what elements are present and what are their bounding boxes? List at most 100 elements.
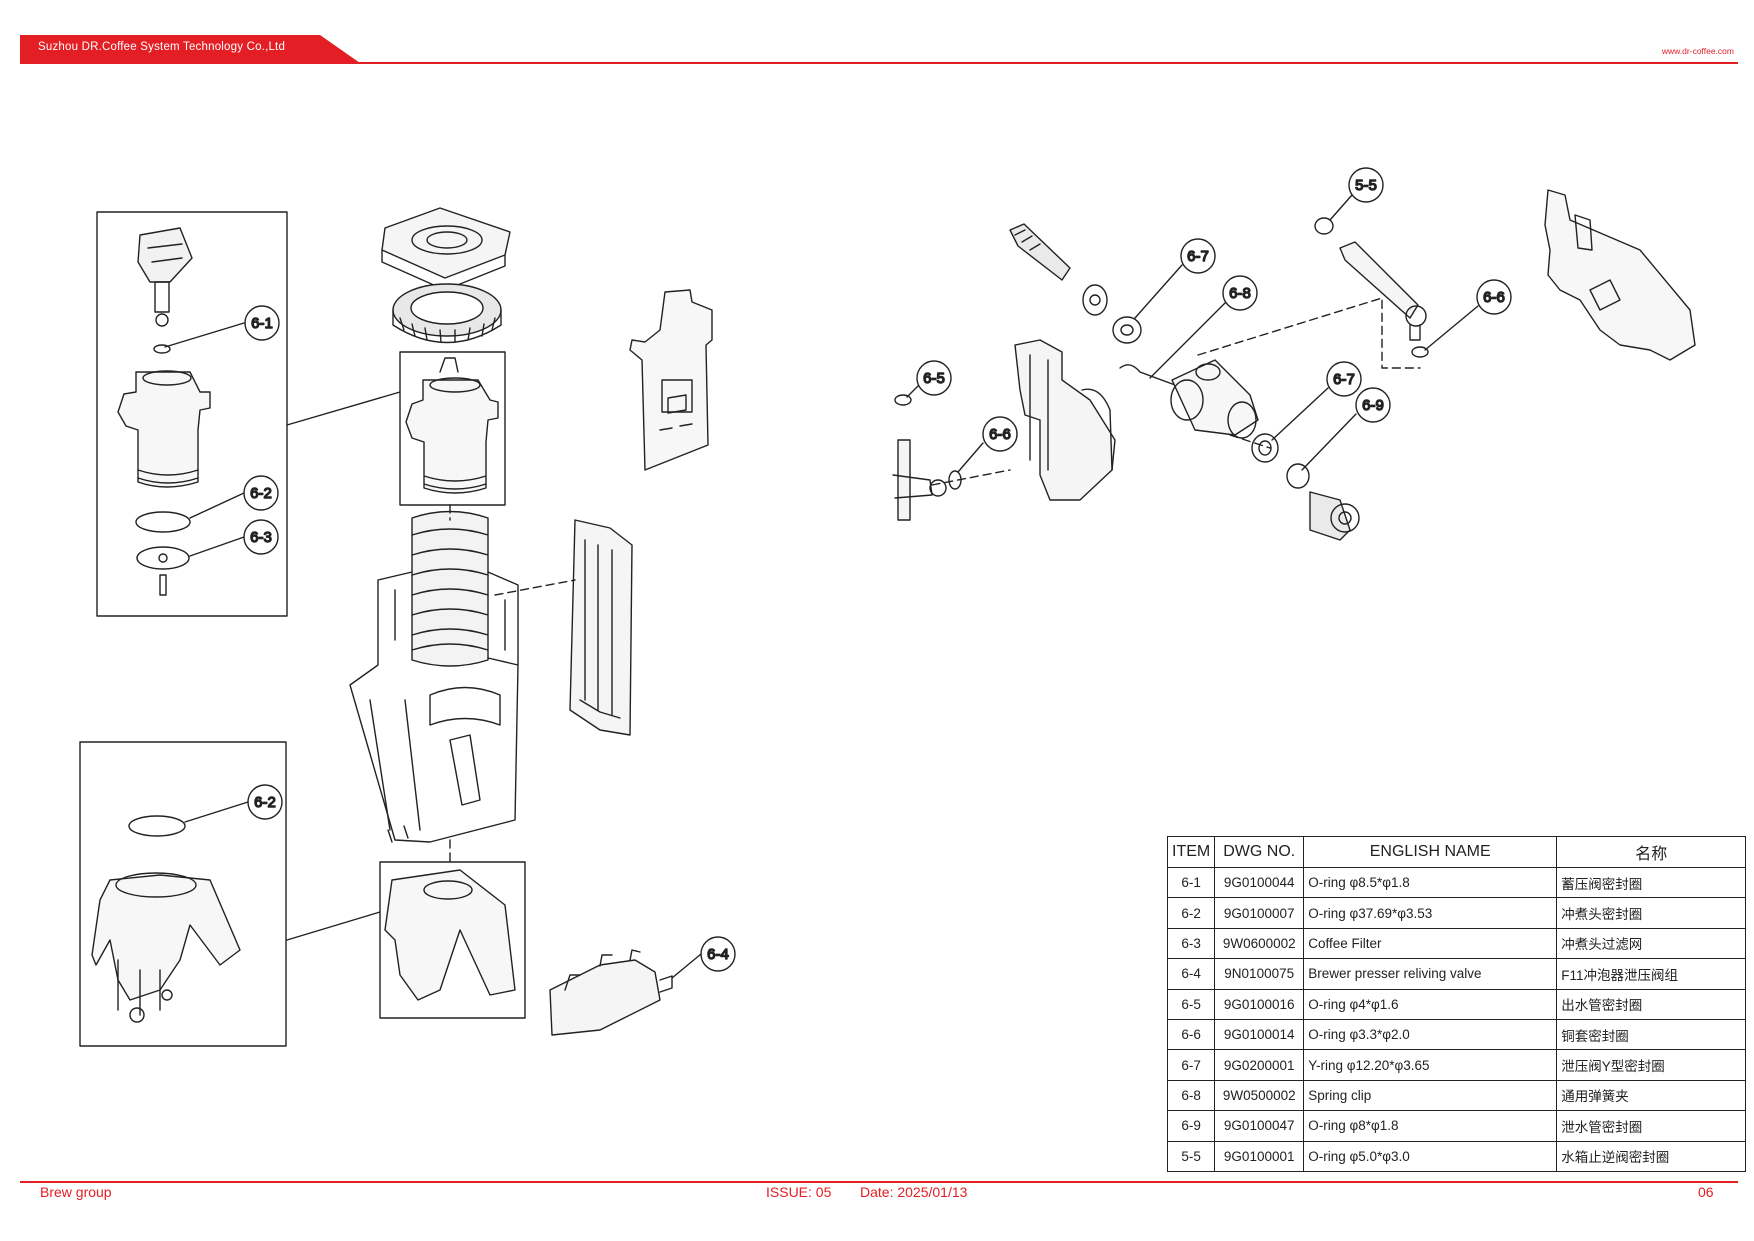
svg-text:6-7: 6-7	[1187, 248, 1209, 265]
callout-6-5: 6-5	[906, 360, 952, 398]
cell-chinese: 冲煮头过滤网	[1556, 927, 1747, 960]
col-dwg: DWG NO.	[1214, 836, 1305, 868]
callout-6-4: 6-4	[671, 936, 736, 979]
svg-text:6-1: 6-1	[251, 315, 273, 332]
cell-item: 6-2	[1166, 897, 1216, 929]
table-header-row: ITEM DWG NO. ENGLISH NAME 名称	[1166, 836, 1747, 868]
cell-english: O-ring φ5.0*φ3.0	[1303, 1140, 1558, 1172]
svg-text:6-3: 6-3	[250, 529, 272, 546]
cell-english: O-ring φ4*φ1.6	[1303, 988, 1558, 1020]
cell-item: 6-1	[1166, 866, 1216, 899]
cell-dwg: 9G0100016	[1214, 988, 1305, 1020]
svg-text:6-6: 6-6	[1483, 289, 1505, 306]
cell-item: 6-6	[1166, 1018, 1216, 1051]
cell-chinese: 泄压阀Y型密封圈	[1556, 1049, 1747, 1081]
cell-chinese: 泄水管密封圈	[1556, 1110, 1747, 1142]
col-english: ENGLISH NAME	[1303, 836, 1558, 868]
svg-text:6-4: 6-4	[707, 946, 729, 963]
cell-chinese: 出水管密封圈	[1556, 988, 1747, 1020]
valve-bracket	[379, 861, 526, 1019]
cell-english: Spring clip	[1303, 1079, 1558, 1112]
svg-text:6-9: 6-9	[1362, 397, 1384, 414]
cell-dwg: 9N0100075	[1214, 958, 1305, 990]
cell-english: O-ring φ8.5*φ1.8	[1303, 866, 1558, 899]
brew-piston-detail	[96, 211, 288, 617]
svg-text:6-2: 6-2	[254, 794, 276, 811]
website-link[interactable]: www.dr-coffee.com	[1661, 46, 1734, 56]
callout-6-2-a: 6-2	[189, 475, 279, 519]
cell-english: O-ring φ8*φ1.8	[1303, 1110, 1558, 1142]
cell-chinese: 冲煮头密封圈	[1556, 897, 1747, 929]
cell-item: 6-5	[1166, 988, 1216, 1020]
cell-english: Y-ring φ12.20*φ3.65	[1303, 1049, 1558, 1081]
cell-chinese: F11冲泡器泄压阀组	[1556, 958, 1747, 990]
callout-6-3: 6-3	[189, 519, 279, 557]
col-chinese: 名称	[1556, 836, 1747, 868]
svg-text:6-6: 6-6	[989, 426, 1011, 443]
callout-6-6-b: 6-6	[1424, 279, 1512, 351]
cell-dwg: 9G0100007	[1214, 897, 1305, 929]
header-band-shape	[20, 35, 360, 63]
cell-dwg: 9G0100014	[1214, 1018, 1305, 1051]
header-rule	[20, 62, 1738, 64]
central-cylinder	[399, 351, 506, 506]
brew-head-detail	[79, 741, 287, 1047]
cell-item: 6-8	[1166, 1079, 1216, 1112]
brew-chamber-body	[349, 510, 519, 843]
cell-chinese: 蓄压阀密封圈	[1556, 866, 1747, 899]
cell-item: 6-3	[1166, 927, 1216, 960]
cell-dwg: 9G0100047	[1214, 1110, 1305, 1142]
callout-6-8: 6-8	[1149, 275, 1258, 379]
cell-dwg: 9G0200001	[1214, 1049, 1305, 1081]
svg-text:6-7: 6-7	[1333, 371, 1355, 388]
top-cap	[381, 207, 511, 291]
cell-dwg: 9G0100044	[1214, 866, 1305, 899]
callout-6-7-b: 6-7	[1271, 361, 1362, 441]
cell-item: 5-5	[1166, 1140, 1216, 1172]
gear-ring	[392, 283, 502, 344]
svg-text:6-5: 6-5	[923, 370, 945, 387]
valve-assembly	[892, 189, 1696, 541]
footer-issue: ISSUE: 05	[766, 1184, 832, 1200]
footer-section: Brew group	[40, 1184, 112, 1200]
callout-6-2-b: 6-2	[184, 784, 283, 823]
cell-chinese: 水箱止逆阀密封圈	[1556, 1140, 1747, 1172]
svg-text:6-8: 6-8	[1229, 285, 1251, 302]
relief-valve	[549, 949, 673, 1036]
cell-chinese: 铜套密封圈	[1556, 1018, 1747, 1051]
mount-plate	[629, 289, 713, 471]
company-name: Suzhou DR.Coffee System Technology Co.,L…	[38, 41, 286, 53]
cell-english: Brewer presser reliving valve	[1303, 958, 1558, 990]
cell-english: Coffee Filter	[1303, 927, 1558, 960]
cell-dwg: 9G0100001	[1214, 1140, 1305, 1172]
side-frame	[569, 519, 633, 736]
callout-5-5: 5-5	[1329, 167, 1384, 221]
footer-date: Date: 2025/01/13	[860, 1184, 968, 1200]
callout-group: 6-1 6-2 6-3 6-2 6-4 6-5 6-6 6-7 6-8 5-5 …	[164, 167, 1512, 979]
callout-6-6-a: 6-6	[957, 416, 1018, 473]
footer-rule	[20, 1181, 1738, 1183]
cell-item: 6-4	[1166, 958, 1216, 990]
svg-text:5-5: 5-5	[1355, 177, 1377, 194]
cell-dwg: 9W0500002	[1214, 1079, 1305, 1112]
footer-page-number: 06	[1698, 1184, 1714, 1200]
cell-chinese: 通用弹簧夹	[1556, 1079, 1747, 1112]
svg-text:6-2: 6-2	[250, 485, 272, 502]
cell-english: O-ring φ37.69*φ3.53	[1303, 897, 1558, 929]
callout-6-7-a: 6-7	[1134, 238, 1216, 319]
header-band: Suzhou DR.Coffee System Technology Co.,L…	[20, 35, 360, 63]
cell-item: 6-7	[1166, 1049, 1216, 1081]
callout-6-9: 6-9	[1301, 387, 1391, 471]
col-item: ITEM	[1166, 836, 1216, 868]
